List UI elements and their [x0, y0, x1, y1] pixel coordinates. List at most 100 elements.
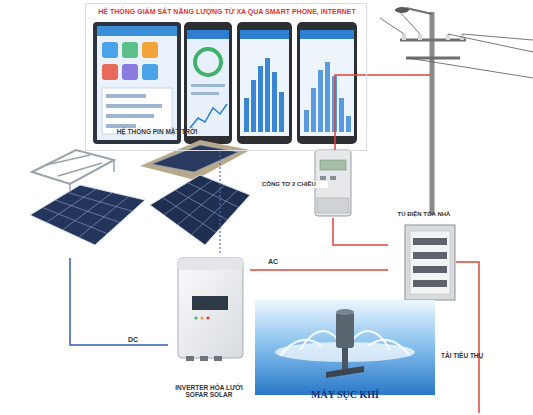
- app-icon: [142, 64, 158, 80]
- app-row: [106, 124, 136, 128]
- inverter-body: [178, 258, 243, 358]
- chart-bar: [346, 116, 351, 132]
- app-row: [106, 94, 146, 98]
- app-icon: [122, 64, 138, 80]
- meter-button: [320, 176, 326, 180]
- phone-screen: [187, 30, 229, 136]
- chart-bar: [244, 98, 249, 132]
- meter-display: [320, 160, 346, 170]
- app-row: [106, 104, 162, 108]
- aerator-load: MÁY SỤC KHÍ: [255, 298, 435, 406]
- phone-frame: [237, 22, 292, 144]
- inverter-connector: [186, 356, 194, 361]
- monitoring-link: [219, 151, 220, 253]
- device-label: CÔNG TƠ 2 CHIỀU: [262, 181, 328, 188]
- panel-grid: [164, 180, 213, 215]
- chart-bar: [339, 98, 344, 132]
- chart-bar: [279, 92, 284, 132]
- distribution-board: TỦ ĐIỆN TÒA NHÀ: [388, 208, 460, 303]
- status-led: [200, 316, 203, 319]
- grid-wire: [335, 75, 430, 150]
- board-door: [410, 231, 450, 294]
- chart-bar: [318, 70, 323, 132]
- street-lamp: [395, 7, 409, 13]
- inverter-connector: [214, 356, 222, 361]
- chart-line: [190, 104, 227, 128]
- app-icon: [142, 42, 158, 58]
- chart-bar: [258, 66, 263, 132]
- app-header: [300, 30, 354, 39]
- ac-cable: [250, 269, 388, 271]
- status-led: [206, 316, 209, 319]
- app-header: [97, 26, 177, 36]
- device-label: MÁY SỤC KHÍ: [255, 389, 435, 401]
- panel-grid: [46, 189, 96, 223]
- lamp-arm: [406, 8, 432, 14]
- app-icon: [102, 64, 118, 80]
- ac-cable: [333, 218, 388, 245]
- app-header: [187, 30, 229, 39]
- chart-bar: [265, 58, 270, 132]
- status-led: [194, 316, 197, 319]
- aerator-propeller: [326, 366, 364, 378]
- edge-label: DC: [128, 336, 138, 344]
- grid-inverter: INVERTER HÒA LƯỚI SOFAR SOLAR: [168, 253, 250, 410]
- overhead-wire: [462, 34, 533, 40]
- tablet-screen: [97, 26, 177, 140]
- mounting-rail: [58, 163, 102, 176]
- solar-panel: [150, 175, 250, 245]
- breaker-row: [413, 252, 447, 259]
- chart-bar: [325, 62, 330, 132]
- insulator: [402, 34, 406, 40]
- phone-frame: [297, 22, 357, 144]
- device-label: TỦ ĐIỆN TÒA NHÀ: [388, 211, 460, 218]
- aerator-motor: [336, 312, 354, 348]
- tablet-frame: [93, 22, 181, 144]
- aerator-cap: [336, 309, 354, 315]
- app-header: [240, 30, 289, 39]
- mounting-rail: [46, 155, 90, 165]
- app-row: [106, 114, 154, 118]
- chart-bar: [272, 72, 277, 132]
- gauge-ring: [195, 49, 221, 75]
- app-icon: [122, 42, 138, 58]
- insulator: [418, 34, 422, 40]
- crossarm: [400, 39, 466, 42]
- inverter-connector: [200, 356, 208, 361]
- overhead-wire: [380, 18, 404, 34]
- device-label: INVERTER HÒA LƯỚI SOFAR SOLAR: [169, 384, 249, 399]
- meter-terminal: [317, 198, 349, 213]
- app-row: [191, 84, 225, 87]
- overhead-wire: [448, 34, 533, 52]
- roof: [140, 140, 250, 180]
- meter-button: [330, 176, 336, 180]
- dc-cable: [70, 258, 168, 345]
- chart-bar: [304, 110, 309, 132]
- mounting-leg: [113, 160, 115, 172]
- insulator: [446, 34, 450, 40]
- phone-screen: [300, 30, 354, 136]
- panel-grid: [63, 193, 113, 231]
- app-row: [191, 92, 219, 95]
- load-wire: [456, 262, 479, 413]
- chart-bar: [251, 80, 256, 132]
- phone-screen: [240, 30, 289, 136]
- system-title: HỆ THỐNG GIÁM SÁT NĂNG LƯỢNG TỪ XA QUA S…: [88, 8, 366, 16]
- water-scene: [255, 300, 435, 395]
- breaker-row: [413, 266, 447, 273]
- panel-grid: [79, 196, 129, 237]
- edge-label: AC: [268, 258, 278, 266]
- app-icon: [102, 42, 118, 58]
- inverter-display: [192, 296, 228, 310]
- load-label: TẢI TIÊU THỤ: [441, 352, 483, 359]
- aerator-shaft: [342, 348, 348, 370]
- panel-grid: [178, 185, 226, 225]
- app-panel: [102, 88, 172, 134]
- system-title: HỆ THỐNG PIN MẶT TRỜI: [97, 128, 217, 135]
- bidirectional-meter: CÔNG TƠ 2 CHIỀU: [262, 148, 354, 218]
- solar-panel: [152, 145, 238, 172]
- solar-panel: [30, 185, 145, 245]
- chart-bar: [311, 88, 316, 132]
- mounting-rail: [32, 150, 114, 184]
- solar-array: HỆ THỐNG PIN MẶT TRỜI: [25, 126, 255, 258]
